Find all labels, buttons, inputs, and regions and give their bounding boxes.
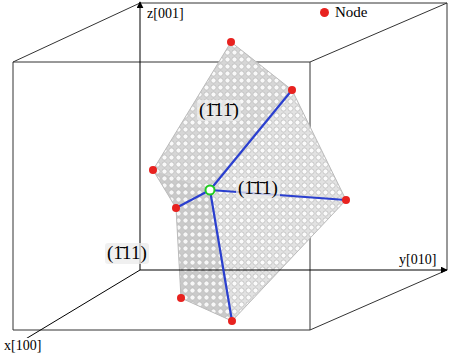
legend-text: Node bbox=[335, 4, 368, 21]
node-dots bbox=[149, 38, 350, 325]
face-label: (1̄11̄) bbox=[197, 100, 241, 121]
crystal bbox=[153, 42, 346, 321]
box-wireframe bbox=[13, 3, 447, 330]
center-node bbox=[206, 186, 215, 195]
face-label: (1̄11) bbox=[105, 243, 149, 264]
legend-swatch bbox=[320, 8, 329, 17]
axis-label: x[100] bbox=[3, 338, 42, 353]
legend-item: Node bbox=[320, 4, 368, 21]
face-label: (1̄1̄1) bbox=[236, 178, 280, 199]
axes bbox=[4, 2, 447, 352]
node-lines bbox=[176, 90, 346, 321]
axis-label: y[010] bbox=[398, 252, 437, 267]
axis-label: z[001] bbox=[146, 6, 185, 21]
